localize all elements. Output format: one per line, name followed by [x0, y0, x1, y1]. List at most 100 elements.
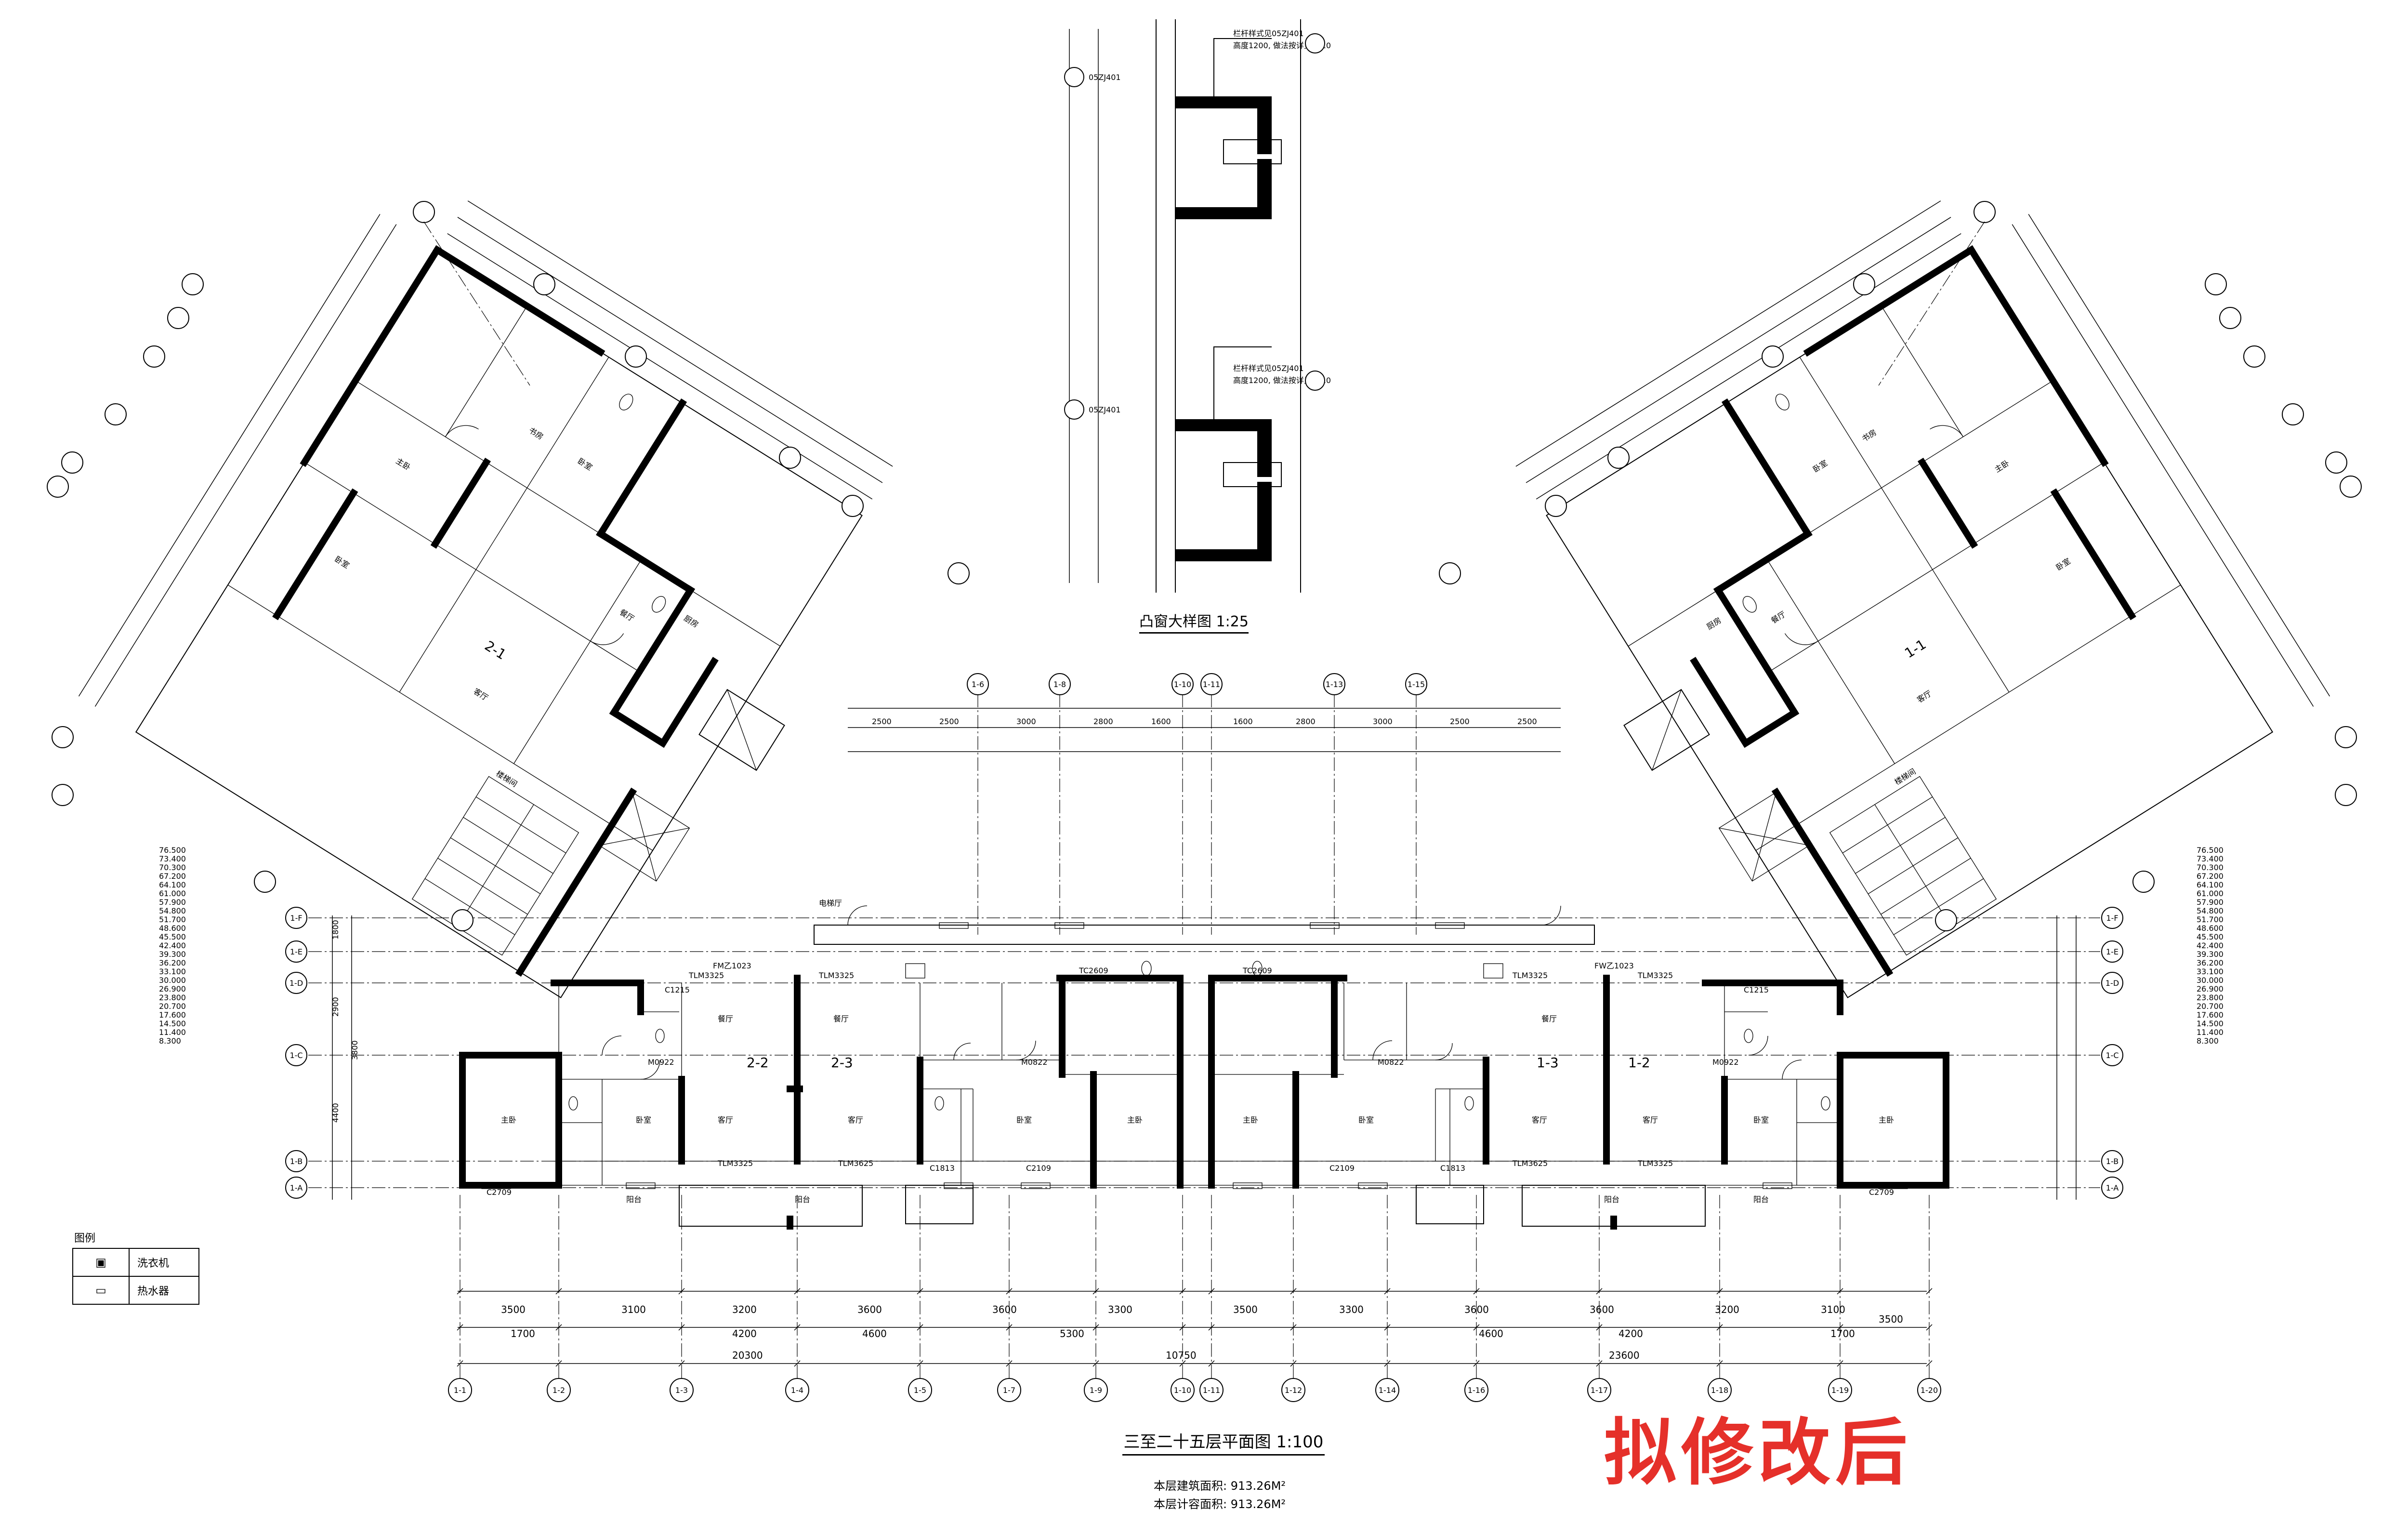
legend-label: 热水器 — [137, 1285, 170, 1298]
axis-bubble: 1-6 — [967, 673, 989, 935]
level-value: 33.100 — [159, 967, 186, 976]
unit-label: 1-2 — [1628, 1055, 1650, 1071]
right-wing-axes — [1439, 201, 2362, 931]
dim-tick — [1208, 1360, 1215, 1367]
svg-text:1-D: 1-D — [2105, 979, 2119, 988]
room-label: 客厅 — [848, 1115, 863, 1125]
left-wing-axes — [47, 201, 970, 931]
svg-text:1-D: 1-D — [289, 979, 303, 988]
dim-label: 3500 — [1233, 1304, 1258, 1315]
svg-text:1-16: 1-16 — [1468, 1386, 1485, 1395]
dim-label: 3600 — [1590, 1304, 1614, 1315]
level-value: 51.700 — [159, 915, 186, 924]
level-value: 70.300 — [2197, 863, 2224, 872]
svg-text:1-11: 1-11 — [1203, 1386, 1220, 1395]
level-value: 17.600 — [2197, 1010, 2224, 1020]
room-label: 厨房 — [1705, 616, 1723, 632]
dim-tick — [1290, 1360, 1297, 1367]
svg-text:1-C: 1-C — [2105, 1051, 2119, 1060]
level-value: 67.200 — [159, 872, 186, 881]
room-label: 客厅 — [472, 687, 490, 702]
level-value: 14.500 — [159, 1019, 186, 1028]
svg-text:1-6: 1-6 — [972, 680, 984, 689]
level-value: 64.100 — [159, 880, 186, 889]
dim-label: 1700 — [1830, 1328, 1855, 1339]
legend-row: ▣ 洗衣机 — [73, 1249, 198, 1277]
dim-label: 3300 — [1339, 1304, 1364, 1315]
svg-text:1-15: 1-15 — [1408, 680, 1425, 689]
door-tag: TLM3325 — [717, 1159, 753, 1168]
window-tag: C2109 — [1329, 1164, 1355, 1173]
unit-label: 2-3 — [831, 1055, 853, 1071]
room-label: 卧室 — [576, 456, 594, 472]
svg-text:1-3: 1-3 — [675, 1386, 688, 1395]
level-value: 57.900 — [159, 898, 186, 907]
dim-label: 3000 — [1373, 717, 1393, 726]
level-value: 76.500 — [2197, 846, 2224, 855]
dim-label: 2500 — [1450, 717, 1470, 726]
axis-bubble: 1-E — [285, 940, 2100, 963]
left-level-list: 76.50073.40070.30067.20064.10061.00057.9… — [159, 846, 186, 1046]
door-tag: TLM3625 — [838, 1159, 873, 1168]
window-tag: C2709 — [1869, 1188, 1894, 1197]
window-tag: TC2609 — [1079, 966, 1108, 975]
svg-text:1-10: 1-10 — [1174, 1386, 1191, 1395]
room-label: 阳台 — [1604, 1195, 1619, 1204]
axis-bubble: 1-12 — [1281, 1195, 1305, 1402]
axis-bubble: 1-13 — [1323, 673, 1345, 935]
axis-bubble: 1-19 — [1828, 1195, 1852, 1402]
svg-text:1-1: 1-1 — [454, 1386, 466, 1395]
revision-stamp: 拟修改后 — [1604, 1410, 1913, 1495]
axis-bubble: 1-11 — [1200, 673, 1223, 935]
window-tag: C1813 — [930, 1164, 955, 1173]
room-label: 卧室 — [1016, 1115, 1032, 1125]
dim-label: 2500 — [939, 717, 959, 726]
room-label: 卧室 — [1811, 458, 1829, 474]
axis-bubble: 1-A — [285, 1177, 2100, 1199]
detail-title: 凸窗大样图 1:25 — [1139, 609, 1249, 634]
dim-tick — [1006, 1360, 1013, 1367]
level-value: 73.400 — [2197, 854, 2224, 863]
room-label: 阳台 — [795, 1195, 810, 1204]
room-label: 餐厅 — [718, 1014, 733, 1023]
axis-bubble: 1-18 — [1708, 1195, 1732, 1402]
dim-label: 3100 — [621, 1304, 646, 1315]
level-value: 20.700 — [159, 1002, 186, 1011]
room-label: 主卧 — [395, 456, 412, 472]
elevator-cores — [698, 689, 1710, 771]
level-value: 45.500 — [159, 932, 186, 941]
dim-label: 1600 — [1151, 717, 1171, 726]
level-value: 30.000 — [159, 976, 186, 985]
axis-bubble: 1-4 — [785, 1195, 809, 1402]
room-label: 书房 — [1860, 428, 1878, 444]
room-label: 卧室 — [1358, 1115, 1374, 1125]
room-label: 卧室 — [333, 554, 351, 570]
axis-bubble: 1-1 — [448, 1195, 472, 1402]
legend-label: 洗衣机 — [137, 1258, 170, 1270]
axis-bubble: 1-8 — [1049, 673, 1071, 935]
level-value: 48.600 — [159, 924, 186, 933]
level-value: 30.000 — [2197, 976, 2224, 985]
dim-total: 20300 — [732, 1350, 763, 1361]
dim-tick — [794, 1360, 801, 1367]
level-value: 42.400 — [159, 941, 186, 950]
level-value: 39.300 — [2197, 950, 2224, 959]
level-value: 36.200 — [2197, 958, 2224, 967]
room-label: 客厅 — [718, 1115, 733, 1125]
level-value: 42.400 — [2197, 941, 2224, 950]
dim-tick — [1596, 1360, 1603, 1367]
dim-label: 2500 — [1517, 717, 1537, 726]
dim-label: 4600 — [862, 1328, 887, 1339]
axis-bubble: 1-3 — [670, 1195, 694, 1402]
level-value: 33.100 — [2197, 967, 2224, 976]
room-label: 电梯厅 — [819, 899, 842, 908]
level-value: 23.800 — [2197, 993, 2224, 1002]
door-tag: TLM3325 — [1637, 971, 1673, 980]
dim-tick — [1926, 1360, 1933, 1367]
washing-machine-icon: ▣ — [73, 1249, 130, 1276]
svg-text:1-5: 1-5 — [914, 1386, 926, 1395]
room-label: 楼梯间 — [494, 769, 519, 789]
svg-text:1-4: 1-4 — [791, 1386, 803, 1395]
dim-label: 3500 — [501, 1304, 526, 1315]
level-value: 67.200 — [2197, 872, 2224, 881]
